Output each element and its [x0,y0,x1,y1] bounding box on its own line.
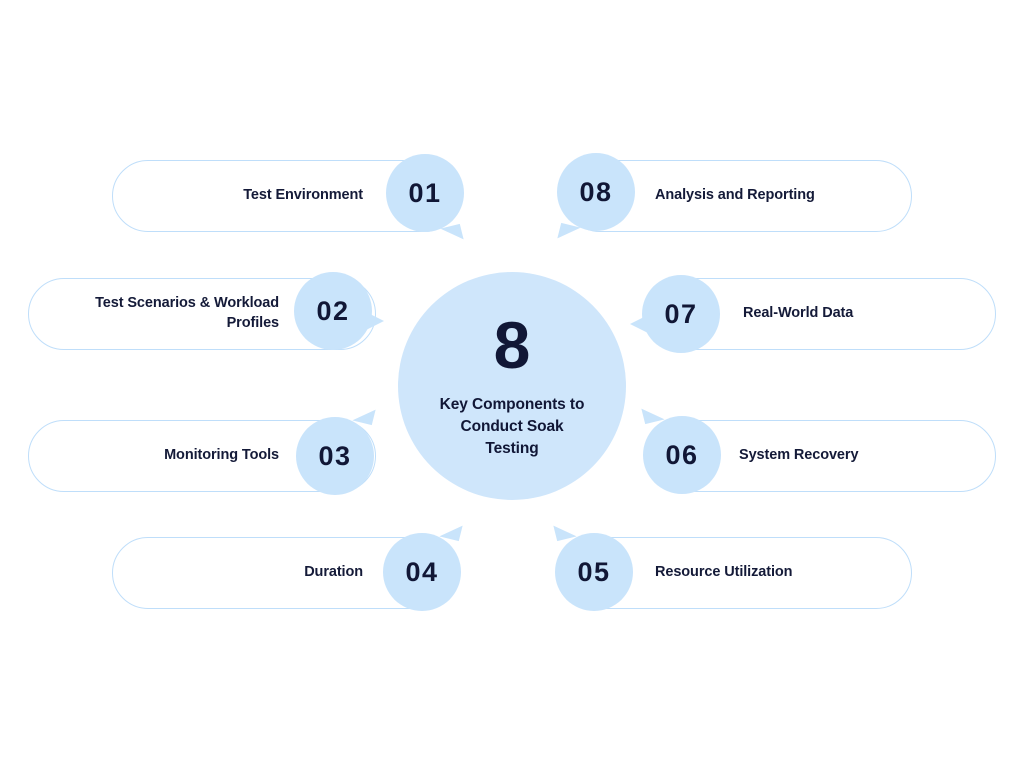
item-badge-08[interactable]: 08 [557,153,635,244]
item-label-05: Resource Utilization [655,564,793,581]
hub-caption: Key Components to Conduct Soak Testing [439,395,585,458]
item-number-08: 08 [579,176,613,207]
item-badge-02[interactable]: 02 [294,272,384,350]
item-label-01: Test Environment [243,187,363,204]
item-number-06: 06 [665,439,699,470]
item-number-07: 07 [664,298,698,329]
bubble-tail-icon [630,315,648,333]
item-label-04: Duration [304,564,363,581]
item-number-04: 04 [405,556,439,587]
item-badge-07[interactable]: 07 [630,275,720,353]
item-label-02: Test Scenarios & Workload Profiles [95,295,279,331]
item-label-07: Real-World Data [743,305,854,322]
item-badge-04[interactable]: 04 [383,520,463,611]
item-number-01: 01 [408,177,442,208]
item-badge-06[interactable]: 06 [641,403,721,494]
item-badge-03[interactable]: 03 [296,404,376,495]
item-label-03: Monitoring Tools [164,447,279,464]
speech-bubble-icon [386,154,464,232]
speech-bubble-icon [383,533,461,611]
item-label-06: System Recovery [739,447,859,464]
speech-bubble-icon [296,417,374,495]
speech-bubble-icon [557,153,635,231]
bubble-tail-icon [366,312,384,330]
speech-bubble-icon [643,416,721,494]
item-badge-01[interactable]: 01 [386,154,464,245]
hub-number: 8 [493,307,531,382]
item-number-05: 05 [577,556,611,587]
item-number-02: 02 [316,295,350,326]
item-number-03: 03 [318,440,352,471]
item-badge-05[interactable]: 05 [553,520,633,611]
speech-bubble-icon [555,533,633,611]
speech-bubble-icon [642,275,720,353]
speech-bubble-icon [294,272,372,350]
center-hub: 8 Key Components to Conduct Soak Testing [398,272,626,500]
item-label-08: Analysis and Reporting [655,187,815,204]
